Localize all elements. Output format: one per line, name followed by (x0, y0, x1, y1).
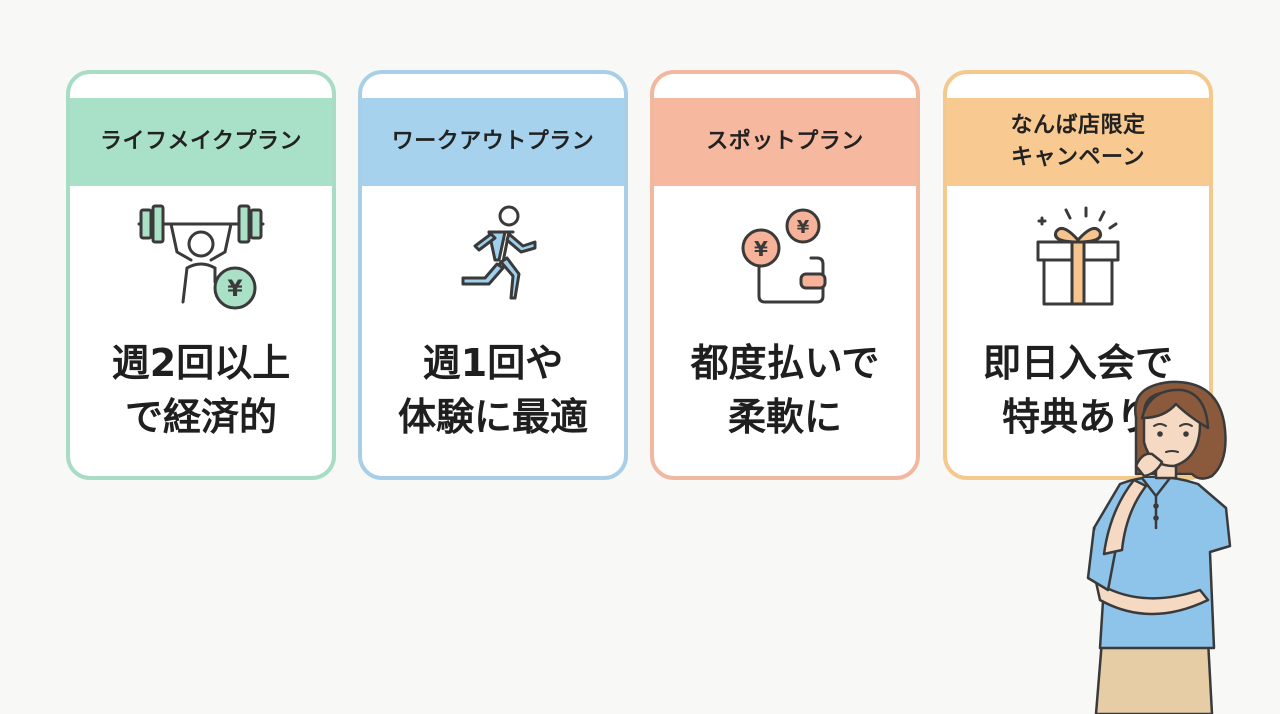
plan-title: スポットプラン (706, 129, 864, 154)
plan-title-line-1: なんば店限定 (1010, 113, 1146, 138)
plan-card-spot[interactable]: スポットプラン ¥ ¥ 都度払いで 柔軟に (650, 70, 920, 480)
plan-card-workout[interactable]: ワークアウトプラン 週1回や 体験に最適 (358, 70, 628, 480)
gift-box-icon (1036, 206, 1120, 306)
plan-card-lifemake[interactable]: ライフメイクプラン ¥ 週2回以上 で経済的 (66, 70, 336, 480)
plan-card-header: なんば店限定 キャンペーン (947, 98, 1209, 186)
plan-card-header: スポットプラン (654, 98, 916, 186)
plan-description: 週1回や 体験に最適 (397, 341, 588, 439)
plan-title: ワークアウトプラン (391, 129, 595, 154)
plan-description: 都度払いで 柔軟に (690, 341, 880, 439)
plan-description: 即日入会で 特典あり (982, 341, 1173, 439)
plan-title-line-2: キャンペーン (1011, 145, 1145, 170)
plan-card-header: ライフメイクプラン (70, 98, 332, 186)
weightlifter-yen-icon: ¥ (137, 204, 265, 310)
plan-title: ライフメイクプラン (99, 129, 303, 154)
runner-icon (461, 205, 537, 300)
plan-description: 週2回以上 で経済的 (111, 341, 291, 439)
svg-text:¥: ¥ (227, 277, 243, 302)
thinking-woman-illustration (1086, 380, 1232, 714)
svg-text:¥: ¥ (754, 237, 768, 261)
svg-text:¥: ¥ (797, 217, 810, 238)
wallet-yen-icon: ¥ ¥ (741, 208, 827, 304)
plan-card-header: ワークアウトプラン (362, 98, 624, 186)
